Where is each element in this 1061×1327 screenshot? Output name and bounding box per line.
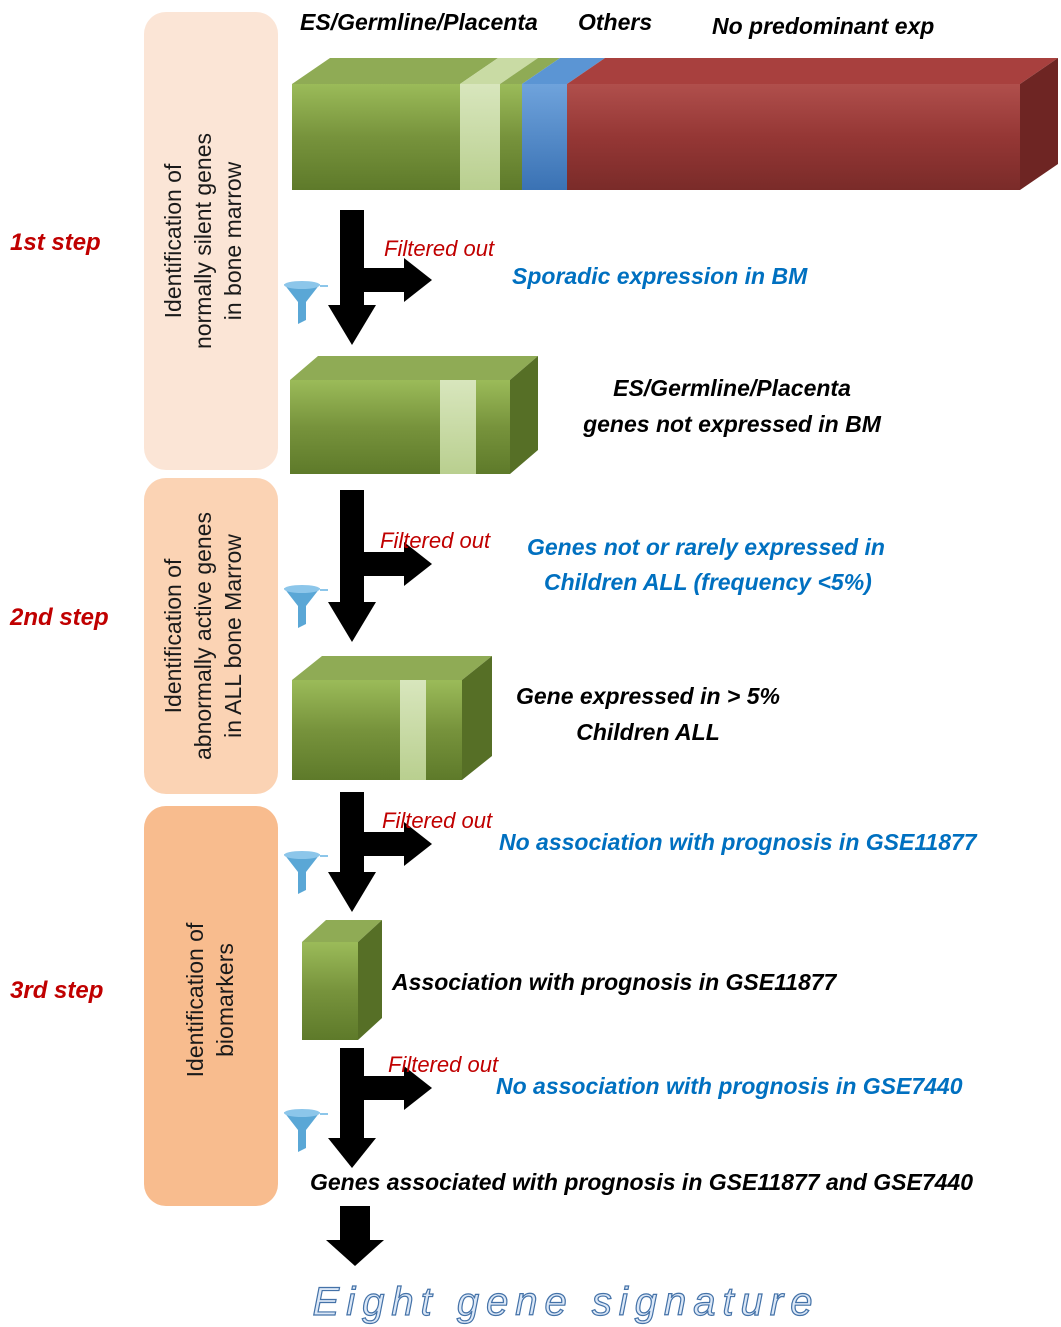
step-label-2: 2nd step	[9, 604, 109, 631]
svg-text:Identification of: Identification of	[160, 163, 186, 318]
removed-text-1: Sporadic expression in BM	[512, 263, 808, 289]
arrow-down-icon	[340, 490, 364, 602]
header-es-germline-placenta: ES/Germline/Placenta	[300, 9, 538, 35]
result-block-2	[292, 656, 492, 780]
svg-text:Identification of: Identification of	[182, 922, 208, 1077]
result-text-1b: genes not expressed in BM	[582, 411, 882, 437]
filter-arrow-4	[284, 1048, 432, 1168]
svg-text:abnormally active genes: abnormally active genes	[190, 512, 216, 760]
filter-arrow-2	[284, 490, 432, 642]
phase-label-2: Identification of abnormally active gene…	[160, 512, 246, 760]
svg-text:normally silent genes: normally silent genes	[190, 133, 216, 349]
arrow-right-icon	[352, 1076, 408, 1100]
arrow-right-icon	[352, 268, 408, 292]
funnel-icon	[284, 281, 328, 324]
top-bar	[292, 58, 1058, 190]
result-text-1a: ES/Germline/Placenta	[613, 375, 851, 401]
final-arrow	[326, 1206, 384, 1266]
header-no-predominant: No predominant exp	[712, 13, 934, 39]
result-text-2a: Gene expressed in > 5%	[516, 683, 780, 709]
phase-box-2	[144, 478, 278, 794]
result-text-2b: Children ALL	[576, 719, 720, 745]
removed-text-3: No association with prognosis in GSE1187…	[499, 829, 978, 855]
svg-text:in ALL bone Marrow: in ALL bone Marrow	[220, 534, 246, 738]
filtered-out-label-2: Filtered out	[380, 528, 491, 553]
step-label-3: 3rd step	[10, 977, 103, 1004]
filter-arrow-3	[284, 792, 432, 912]
removed-text-2b: Children ALL (frequency <5%)	[544, 569, 872, 595]
phase-box-1	[144, 12, 278, 470]
result-block-3	[302, 920, 382, 1040]
header-others: Others	[578, 9, 652, 35]
removed-text-4: No association with prognosis in GSE7440	[496, 1073, 963, 1099]
arrow-right-icon	[352, 552, 408, 576]
svg-text:biomarkers: biomarkers	[212, 943, 238, 1057]
funnel-icon	[284, 1109, 328, 1152]
filtered-out-label-1: Filtered out	[384, 236, 495, 261]
result-text-3: Association with prognosis in GSE11877	[391, 969, 838, 995]
phase-box-3	[144, 806, 278, 1206]
svg-text:in bone marrow: in bone marrow	[220, 161, 246, 320]
arrow-right-icon	[352, 832, 408, 856]
phase-label-1: Identification of normally silent genes …	[160, 133, 246, 349]
filtered-out-label-3: Filtered out	[382, 808, 493, 833]
funnel-icon	[284, 585, 328, 628]
arrow-down-icon	[340, 1206, 370, 1240]
result-text-4: Genes associated with prognosis in GSE11…	[310, 1169, 973, 1195]
result-block-1	[290, 356, 538, 474]
funnel-icon	[284, 851, 328, 894]
phase-label-3: Identification of biomarkers	[182, 922, 238, 1077]
final-signature-label: Eight gene signature	[313, 1280, 820, 1324]
filtered-out-label-4: Filtered out	[388, 1052, 499, 1077]
step-label-1: 1st step	[10, 229, 101, 256]
removed-text-2a: Genes not or rarely expressed in	[527, 534, 885, 560]
filter-arrow-1	[284, 210, 432, 345]
svg-text:Identification of: Identification of	[160, 558, 186, 713]
